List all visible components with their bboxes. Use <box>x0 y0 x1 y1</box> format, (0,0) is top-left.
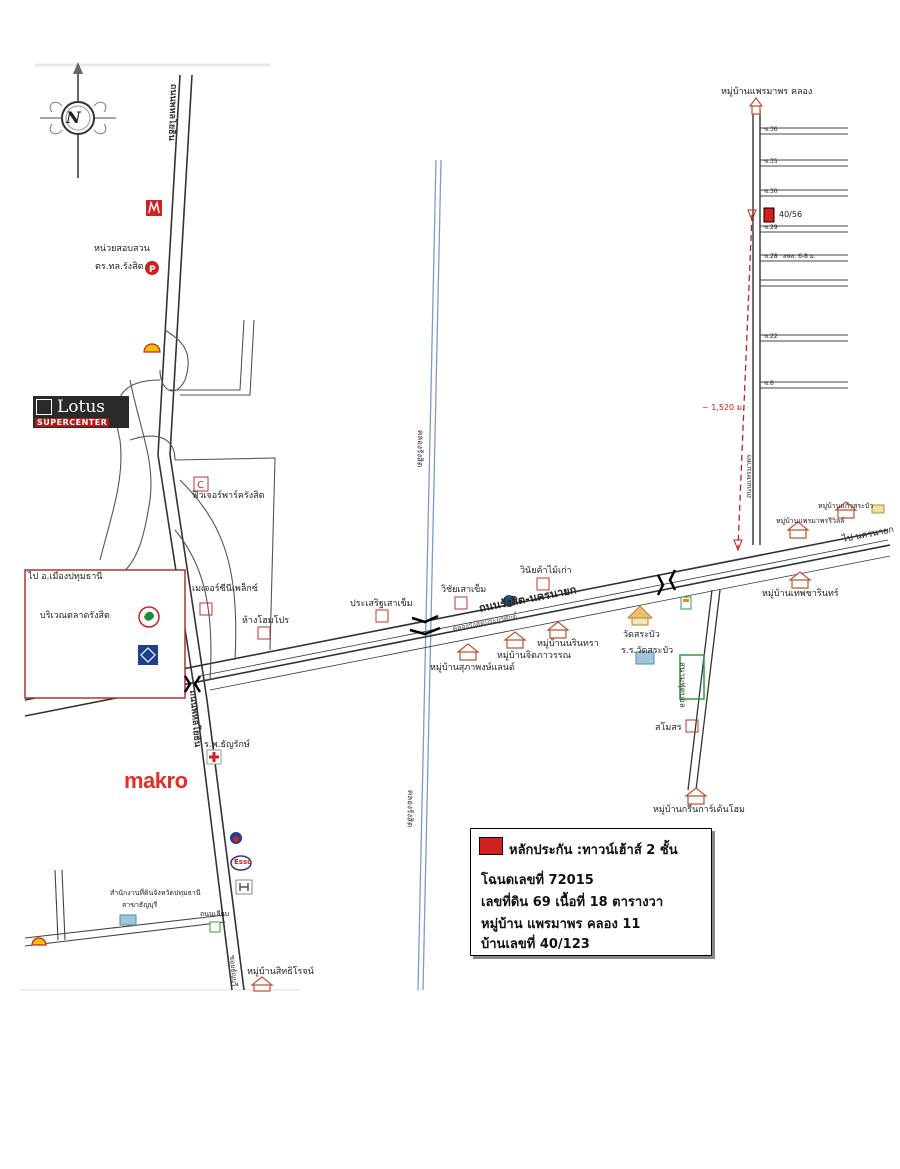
temple-icon <box>626 605 654 619</box>
plot-number-label: 40/56 <box>779 210 803 219</box>
land-office-branch-label: สาขาธัญบุรี <box>122 901 158 909</box>
esso-icon <box>230 855 252 871</box>
land-office-label: สำนักงานที่ดินจังหวัดปทุมธานี <box>110 889 201 897</box>
compass-north-label: N <box>66 108 81 127</box>
lotus-mark-icon <box>36 399 52 415</box>
village-kaew-suwan-label: หมู่บ้านแพรมาพรรีวิลล์ <box>776 517 845 525</box>
parking-icon <box>145 261 159 275</box>
house-icons <box>250 97 858 992</box>
canal-v1-label: คลองรังสิต <box>415 429 425 468</box>
home-pro-label: ห้างโฮมโปร <box>242 616 290 626</box>
seven-eleven-icon <box>680 596 692 610</box>
road-south-right <box>687 589 721 791</box>
village-thepcharin-label: หมู่บ้านเทพชารินทร์ <box>762 589 839 599</box>
compass-icon <box>40 62 116 178</box>
mcdonalds-icon <box>146 200 162 216</box>
makro-logo: makro <box>124 768 188 793</box>
school-icon <box>635 651 655 665</box>
prasert-label: ประเสริฐเสาเข็ม <box>350 599 413 609</box>
praemaporn-road-label: ถนนแพรมาพร <box>745 454 753 498</box>
lotus-text: Lotus <box>57 397 106 417</box>
bbl-icon <box>138 645 158 665</box>
road-praemaporn <box>752 110 761 545</box>
route-arrow-icon <box>733 539 743 552</box>
wichai-label: วิชัยเสาเข็ม <box>441 585 487 595</box>
distance-label: ~ 1,520 ม. <box>702 403 745 412</box>
village-info: หมู่บ้าน แพรมาพร คลอง 11 <box>481 917 641 932</box>
svg-text:C: C <box>197 480 204 491</box>
place-markers <box>199 577 699 733</box>
canal-vertical-1 <box>417 159 442 991</box>
mega-plex-label: เมเจอร์ซีนีเพล็กซ์ <box>192 584 258 594</box>
soi-extra-label: สพส. 6-8 ม. <box>783 253 816 260</box>
deed-number: โฉนดเลขที่ 72015 <box>481 873 594 888</box>
village-supapong-label: หมู่บ้านสุภาพงษ์แลนด์ <box>430 663 515 673</box>
soi-29-label: ซ.29 <box>764 224 778 231</box>
soi-28-label: ซ.28 <box>764 253 778 260</box>
village-top-label: หมู่บ้านแพรมาพร คลอง <box>721 87 813 97</box>
soi-label: ซอยธัญบุรี <box>228 954 239 987</box>
market-area-label: บริเวณตลาดรังสิต <box>40 611 110 621</box>
lotus-sub-text: SUPERCENTER <box>35 418 110 427</box>
highway-phahonyothin <box>157 74 245 991</box>
future-park-label: ฟิวเจอร์พาร์ครังสิต <box>192 491 265 501</box>
route-arrow-top-icon <box>747 209 757 222</box>
samosorn-label: สโมสร <box>655 723 682 733</box>
bus-icon <box>503 595 515 607</box>
village-jitpakon-label: หมู่บ้านจิตภาวรรณ <box>497 651 571 661</box>
route-line <box>737 214 753 549</box>
village-kae-wsa-label: หมู่บ้านแก้วสระบัว <box>818 502 874 510</box>
collateral-info-box: หลักประกัน :ทาวน์เฮ้าส์ 2 ชั้น โฉนดเลขที… <box>470 828 712 956</box>
to-pathum-label: ไป อ.เมืองปทุมธานี <box>28 572 103 582</box>
field-label: สนามฟุตบอล <box>678 662 687 708</box>
soi-30-label: ซ.30 <box>764 188 778 195</box>
bridge-markers <box>183 569 677 693</box>
soi-36-label: ซ.36 <box>764 126 778 133</box>
market-plot <box>24 569 186 699</box>
exam-unit-label: หน่วยสอบสวน <box>94 244 150 254</box>
central-icon <box>193 476 209 492</box>
office-icon <box>119 914 137 926</box>
wat-label: วัดสระบัว <box>623 630 660 640</box>
soi-35-label: ซ.35 <box>764 158 778 165</box>
police-label: ตร.ทล.รังสิต <box>95 262 144 272</box>
svg-text:P: P <box>149 265 156 275</box>
village-sitthirot-label: หมู่บ้านสิทธิโรจน์ <box>247 967 314 977</box>
sois <box>760 127 848 389</box>
soi-bottom-label: ถนนเลียบ <box>200 910 230 918</box>
lotus-logo: Lotus SUPERCENTER <box>33 396 129 428</box>
target-marker-icon <box>763 207 775 223</box>
canal-v2-label: คลองรังสิต <box>405 789 415 828</box>
seven-eleven-icon-2 <box>209 921 221 933</box>
winai-label: วินัยค้าไม้เก่า <box>520 566 572 576</box>
soi-6-label: ซ.6 <box>764 380 774 387</box>
football-field <box>679 654 705 700</box>
collateral-title: หลักประกัน :ทาวน์เฮ้าส์ 2 ชั้น <box>509 843 678 858</box>
local-roads <box>99 319 276 681</box>
soi-22-label: ซ.22 <box>764 333 778 340</box>
land-info: เลขที่ดิน 69 เนื้อที่ 18 ตารางวา <box>481 895 664 910</box>
esso-label: Esso <box>234 858 252 866</box>
school-label: ร.ร.วัดสระบัว <box>621 646 674 656</box>
soi-bottom-left <box>24 869 226 947</box>
highway-top-label: ถนนพหลโยธิน <box>166 83 178 141</box>
village-green-home-label: หมู่บ้านกรีนการ์เด้นโฮม <box>653 805 745 815</box>
hospital-label: ร.พ.ธัญรักษ์ <box>204 740 250 750</box>
collateral-swatch-icon <box>479 837 503 855</box>
shell-icon-2 <box>31 937 47 946</box>
village-narinthon-label: หมู่บ้านนรินทรา <box>537 639 599 649</box>
shell-icon <box>143 343 161 353</box>
house-number: บ้านเลขที่ 40/123 <box>481 937 590 952</box>
